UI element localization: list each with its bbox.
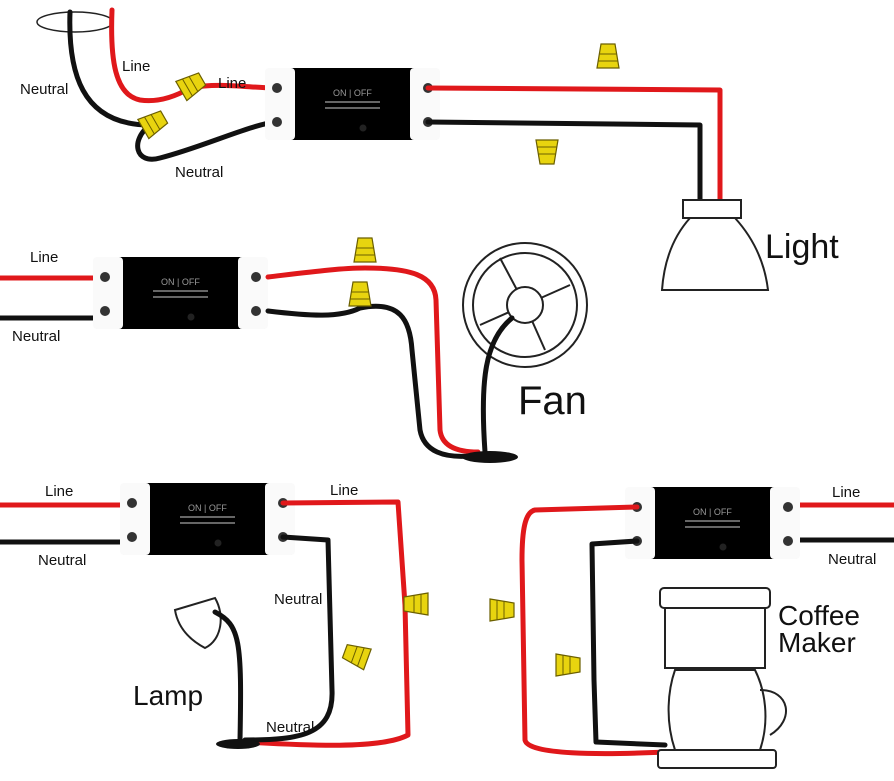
neutral-wire [425, 119, 703, 203]
smart-switch-module [92, 256, 269, 330]
line-wire [265, 265, 481, 455]
neutral-wire [265, 303, 473, 459]
neutral-wire [67, 9, 153, 128]
smart-switch-module [264, 67, 441, 141]
label-neutral: Neutral [828, 551, 876, 568]
label-neutral: Neutral [175, 164, 223, 181]
coffee-maker-icon [657, 587, 787, 769]
wire-connector [555, 653, 581, 677]
label-neutral: Neutral [38, 552, 86, 569]
line-wire [519, 504, 668, 757]
wire-connector [353, 237, 377, 263]
wire-connector [596, 43, 620, 69]
label-line: Line [218, 75, 246, 92]
line-wire [109, 7, 193, 104]
line-wire [425, 85, 723, 203]
title-fan: Fan [518, 379, 587, 423]
wire-connector [489, 598, 515, 622]
smart-switch-module [624, 486, 801, 560]
label-neutral: Neutral [274, 591, 322, 608]
label-line: Line [330, 482, 358, 499]
title-light: Light [765, 228, 839, 266]
fan-circuit: Line Neutral Fan [0, 237, 588, 463]
wire-connector [175, 68, 209, 102]
lamp-circuit: Line Neutral Line Neutral Neutral Lamp [0, 482, 429, 749]
label-neutral: Neutral [20, 81, 68, 98]
smart-switch-module [119, 482, 296, 556]
ceiling-box [36, 11, 114, 33]
wire-connector [535, 139, 559, 165]
light-circuit: Line Line Neutral Neutral Light [20, 7, 839, 291]
label-neutral: Neutral [266, 719, 314, 736]
neutral-wire [589, 538, 668, 748]
light-fixture-icon [660, 199, 770, 291]
fan-icon [462, 242, 588, 463]
label-neutral: Neutral [12, 328, 60, 345]
title-lamp: Lamp [133, 680, 203, 711]
fan-stand [480, 315, 515, 455]
wire-connector [340, 640, 372, 671]
label-line: Line [832, 484, 860, 501]
title-coffee: Coffee [778, 600, 860, 631]
neutral-wire [242, 534, 335, 743]
wire-connector [403, 592, 429, 616]
neutral-wire [135, 119, 278, 162]
label-line: Line [45, 483, 73, 500]
wire-connector [348, 281, 372, 307]
label-line: Line [30, 249, 58, 266]
lamp-icon [173, 596, 260, 749]
title-maker: Maker [778, 627, 856, 658]
line-wire [242, 499, 411, 748]
label-line: Line [122, 58, 150, 75]
coffee-maker-circuit: Line Neutral Coffee Maker [489, 484, 894, 769]
